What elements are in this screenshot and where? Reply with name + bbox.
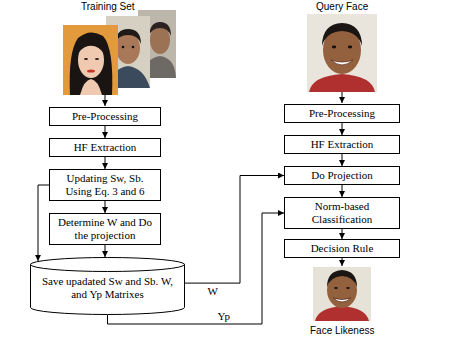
photo-arrow <box>342 92 343 103</box>
face <box>150 26 170 54</box>
process-box: Updating Sw, Sb. Using Eq. 3 and 6 <box>49 169 161 201</box>
hair <box>327 270 357 287</box>
node-text: Pre-Processing <box>289 107 395 120</box>
caption-label: Training Set <box>81 1 135 13</box>
node-text: HF Extraction <box>54 141 156 154</box>
process-box: Pre-Processing <box>49 107 161 126</box>
eye <box>332 46 336 49</box>
neck <box>80 79 102 95</box>
node-text: Norm-based Classification <box>289 200 395 226</box>
query-photo <box>307 14 377 92</box>
node-text: Updating Sw, Sb. Using Eq. 3 and 6 <box>54 172 156 198</box>
shirt <box>309 74 375 92</box>
process-box: Do Projection <box>284 166 400 185</box>
edge-label: Yp <box>217 310 231 322</box>
eye <box>348 46 352 49</box>
training-photo-front <box>63 25 118 95</box>
smile <box>331 60 353 65</box>
eye <box>95 58 99 60</box>
caption-label: Face Likeness <box>310 325 374 337</box>
flow-arrow <box>105 126 106 138</box>
lips <box>87 69 95 72</box>
process-box: Norm-based Classification <box>284 197 400 229</box>
hair <box>322 23 362 46</box>
bangs <box>77 38 105 55</box>
photo-arrow <box>105 95 106 106</box>
process-box: HF Extraction <box>284 135 400 154</box>
process-box: HF Extraction <box>49 138 161 157</box>
node-text: HF Extraction <box>289 138 395 151</box>
flow-arrow <box>38 185 49 261</box>
edge-label: W <box>207 285 219 297</box>
smile <box>333 298 351 302</box>
flow-arrow <box>342 185 343 197</box>
cylinder-top <box>31 258 185 272</box>
flow-arrow <box>105 245 106 257</box>
caption-label: Query Face <box>316 1 368 13</box>
eye <box>84 58 88 60</box>
flow-arrow <box>342 123 343 135</box>
eye <box>334 287 338 289</box>
eye <box>346 287 350 289</box>
flow-arrow <box>185 176 284 284</box>
flow-arrow <box>342 229 343 239</box>
node-text: Decision Rule <box>289 242 395 255</box>
database-cylinder: Save upadated Sw and Sb. W, and Yp Matri… <box>30 257 185 315</box>
node-text: Determine W and Do the projection <box>54 216 156 242</box>
flow-arrow <box>105 201 106 213</box>
eye <box>122 46 125 49</box>
node-text: Do Projection <box>289 169 395 182</box>
shirt <box>315 306 369 321</box>
photo-ground <box>63 25 118 95</box>
hair <box>70 32 113 95</box>
process-box: Determine W and Do the projection <box>49 213 161 245</box>
process-box: Pre-Processing <box>284 104 400 123</box>
node-text: Save upadated Sw and Sb. W, and Yp Matri… <box>40 275 175 301</box>
flow-arrow <box>105 157 106 169</box>
hair <box>115 29 141 44</box>
flow-arrow <box>342 154 343 166</box>
photo-ground <box>313 267 371 321</box>
eye <box>132 46 135 49</box>
photo-ground <box>307 14 377 92</box>
process-box: Decision Rule <box>284 239 400 258</box>
node-text: Pre-Processing <box>54 110 156 123</box>
result-photo <box>313 267 371 321</box>
hair <box>149 22 171 36</box>
